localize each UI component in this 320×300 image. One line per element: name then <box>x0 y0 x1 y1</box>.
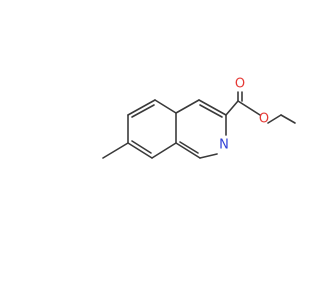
bond-carbonyl-c-oester <box>237 100 261 116</box>
bond-c6-c5-inner <box>131 104 155 118</box>
bond-c8-c7-inner <box>131 140 152 154</box>
molecule-structure: O O N <box>102 77 296 159</box>
bond-c4-c3-inner <box>199 104 223 118</box>
bond-c8-c7 <box>127 142 153 159</box>
molecule-canvas: O O N <box>102 77 296 159</box>
bond-methyl <box>102 142 129 159</box>
atom-label-o-ester: O <box>259 112 269 127</box>
bond-c4a-c4 <box>175 99 200 114</box>
atom-label-o-carbonyl: O <box>235 77 245 92</box>
bond-c1-c8a <box>175 142 201 159</box>
bond-c5-c4a <box>154 99 177 114</box>
atom-label-n-ring: N <box>219 138 229 153</box>
bond-c3-carbonyl-c <box>225 100 239 116</box>
bond-c1-c8a-inner <box>179 141 199 154</box>
bond-c4-c3 <box>198 99 227 116</box>
bond-c6-c5 <box>127 99 156 116</box>
bond-oester-ch2 <box>267 114 282 124</box>
bond-ch2-ch3 <box>280 114 296 124</box>
bond-c8a-c8 <box>151 142 177 159</box>
bond-n-c1 <box>199 153 218 159</box>
